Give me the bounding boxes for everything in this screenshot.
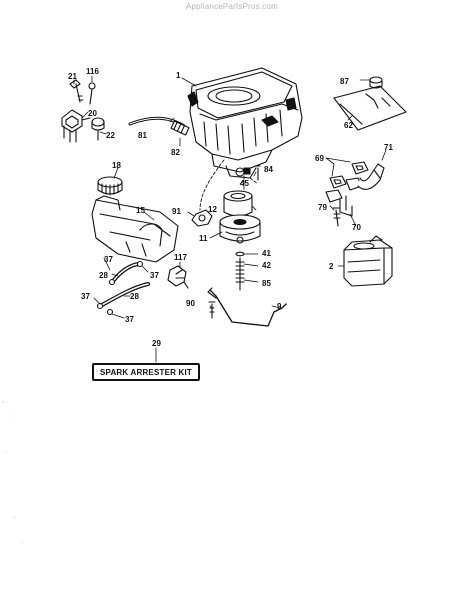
callout-28b: 28 [130, 292, 139, 301]
callout-37a: 37 [104, 255, 113, 264]
fuel-tank-part [91, 195, 179, 263]
key-retainer-part [88, 82, 96, 105]
callout-70: 70 [352, 223, 361, 232]
callout-37b: 37 [150, 271, 159, 280]
callout-91: 91 [172, 207, 181, 216]
callout-42: 42 [262, 261, 271, 270]
callout-81: 81 [138, 131, 147, 140]
fuel-cap-part [97, 176, 123, 196]
ignition-switch-part [61, 109, 91, 143]
rod-part [207, 287, 287, 327]
washer-part [235, 251, 245, 257]
callout-37d: 37 [125, 315, 134, 324]
callout-116: 116 [86, 67, 99, 76]
watermark-text: AppliancePartsPros.com [186, 2, 278, 11]
fitting-part [191, 209, 213, 227]
fuel-valve-part [167, 265, 189, 289]
callout-87: 87 [340, 77, 349, 86]
callout-37c: 37 [81, 292, 90, 301]
callout-9: 9 [277, 302, 282, 311]
callout-22: 22 [106, 131, 115, 140]
callout-71: 71 [384, 143, 393, 152]
callout-1: 1 [176, 71, 181, 80]
callout-2: 2 [329, 262, 334, 271]
callout-84: 84 [264, 165, 273, 174]
callout-11: 11 [199, 234, 208, 243]
callout-28a: 28 [99, 271, 108, 280]
callout-20: 20 [88, 109, 97, 118]
callout-29: 29 [152, 339, 161, 348]
screw-part [255, 165, 261, 181]
callout-85: 85 [262, 279, 271, 288]
callout-69: 69 [315, 154, 324, 163]
knob-part [91, 117, 105, 141]
callout-41: 41 [262, 249, 271, 258]
callout-18: 18 [112, 161, 121, 170]
fuel-filter-part [170, 120, 190, 136]
callout-62: 62 [344, 121, 353, 130]
callout-117: 117 [174, 253, 187, 262]
callout-82: 82 [171, 148, 180, 157]
callout-79: 79 [318, 203, 327, 212]
pulley-part [219, 214, 261, 244]
callout-21: 21 [68, 72, 77, 81]
callout-labels: 1 2 9 11 12 15 18 20 21 22 28 28 29 37 3… [68, 67, 393, 348]
callout-15: 15 [136, 206, 145, 215]
screw-part-79 [332, 207, 341, 227]
hose-clamp-part [96, 260, 144, 316]
callout-12: 12 [208, 205, 217, 214]
ignition-key-part [69, 79, 84, 103]
engine-part [187, 67, 303, 179]
spark-arrester-kit-label: SPARK ARRESTER KIT [92, 363, 200, 381]
exhaust-pipe-part [339, 163, 385, 217]
heat-shield-part [333, 85, 407, 131]
gasket-part [325, 161, 369, 203]
callout-45: 45 [240, 179, 249, 188]
muffler-part [343, 235, 393, 287]
drain-plug-part [243, 167, 251, 175]
bolt-part [235, 257, 245, 291]
oil-filter-part [223, 190, 253, 217]
callout-90: 90 [186, 299, 195, 308]
screw-part-90 [208, 301, 216, 319]
